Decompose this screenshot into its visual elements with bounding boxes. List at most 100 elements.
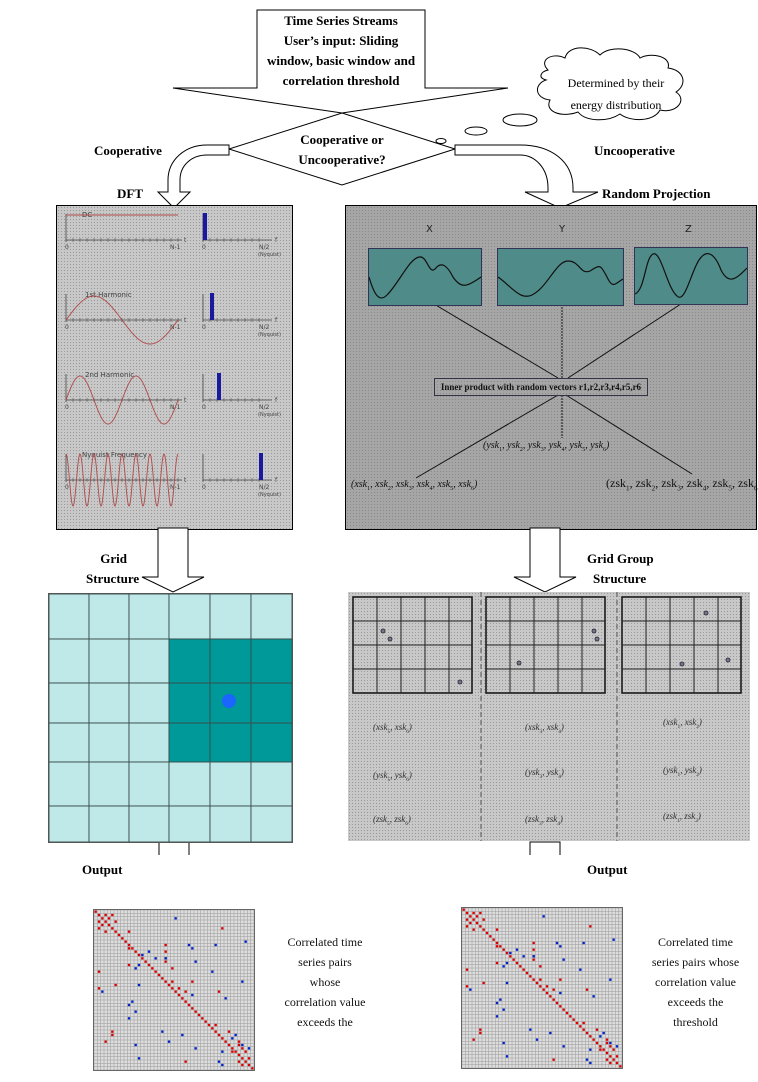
correlated-cell-negative: [101, 990, 104, 993]
f-axis-label: f: [275, 477, 278, 484]
correlated-cell-positive: [101, 923, 104, 927]
t-end-label: N-1: [170, 484, 181, 491]
grid-label-line-2: Structure: [86, 571, 140, 586]
diagonal-cell: [462, 908, 465, 911]
correlated-cell-positive: [237, 1060, 241, 1063]
diagonal-cell: [605, 1051, 609, 1055]
cooperative-label: Cooperative: [94, 143, 162, 158]
correlated-cell-positive: [475, 915, 479, 918]
grid-cell: [48, 761, 90, 807]
correlated-cell-negative: [247, 1047, 251, 1050]
diagonal-cell: [509, 955, 512, 958]
diagonal-cell: [475, 921, 479, 925]
projection-lines: [415, 297, 693, 479]
correlated-cell-negative: [217, 1060, 221, 1063]
diagonal-cell: [589, 1035, 592, 1038]
correlated-cell-negative: [191, 993, 194, 997]
correlated-cell-positive: [127, 930, 131, 933]
diagonal-cell: [217, 1033, 221, 1037]
diagonal-cell: [127, 943, 131, 947]
output-left-line-3: whose: [309, 975, 341, 989]
sketch-component: zsk4: [686, 476, 707, 493]
grid-cell-neighborhood: [250, 638, 293, 684]
diagonal-cell: [495, 941, 499, 945]
z-sketch-vector: (zsk1, zsk2, zsk3, zsk4, zsk5, zsk6): [606, 476, 758, 493]
grid-cell: [48, 722, 90, 763]
diagonal-cell: [97, 913, 101, 917]
correlated-cell-negative: [559, 945, 562, 948]
grid-cell: [88, 761, 130, 807]
t-origin-label: 0: [65, 484, 69, 491]
correlated-cell-negative: [499, 998, 502, 1001]
correlated-cell-positive: [244, 1050, 247, 1053]
correlated-cell-negative: [599, 1035, 602, 1038]
correlated-cell-positive: [221, 927, 224, 930]
correlated-cell-positive: [231, 1050, 234, 1053]
dft-label: DFT: [117, 186, 143, 201]
correlated-cell-positive: [114, 983, 117, 987]
correlated-cell-positive: [609, 1045, 612, 1048]
diagonal-cell: [121, 937, 124, 940]
correlated-cell-positive: [609, 1061, 612, 1065]
grid-point: [516, 660, 522, 666]
input-line-3: window, basic window and: [266, 53, 416, 68]
correlated-cell-negative: [502, 1041, 505, 1045]
correlated-cell-positive: [479, 1031, 482, 1035]
correlated-cell-negative: [161, 1030, 164, 1033]
correlated-cell-positive: [214, 1023, 217, 1027]
dft-row-title: 1st Harmonic: [85, 291, 132, 299]
grid-cell: [88, 805, 130, 843]
correlated-cell-positive: [164, 943, 167, 947]
diagonal-cell: [599, 1045, 602, 1048]
correlated-cell-positive: [164, 960, 167, 963]
diagonal-cell: [184, 1000, 187, 1003]
grid-cell: [128, 722, 170, 763]
sketch-component: zsk5: [712, 476, 732, 493]
correlated-cell-positive: [97, 927, 101, 930]
correlated-cell-positive: [472, 1038, 475, 1041]
grid-arrow-right: [513, 527, 577, 593]
diagonal-cell: [167, 983, 171, 987]
grid-point: [725, 657, 731, 663]
diagonal-cell: [171, 987, 174, 990]
correlated-cell-positive: [114, 920, 117, 923]
correlated-cell-positive: [495, 945, 499, 948]
diagonal-cell: [251, 1067, 254, 1070]
correlated-cell-positive: [465, 985, 469, 988]
correlated-cell-negative: [231, 1037, 234, 1040]
sketch-pair: (xsk3, xsk4): [525, 722, 564, 735]
cloud-text: Determined by their energy distribution: [566, 72, 666, 116]
diagonal-cell: [525, 971, 529, 975]
dft-row-title: Nyquist Frequency: [82, 451, 147, 459]
signal-wave: [65, 375, 179, 425]
correlation-matrix-right: [461, 907, 623, 1069]
query-point: [222, 694, 236, 708]
diagonal-cell: [231, 1047, 234, 1050]
diagonal-cell: [512, 958, 515, 961]
sketch-component: xsk6: [458, 479, 475, 492]
diagonal-cell: [549, 995, 552, 998]
sketch-pair: (zsk3, zsk4): [525, 814, 563, 827]
diagonal-cell: [569, 1015, 572, 1018]
matrix-grid: [93, 909, 255, 1071]
sketch-pair: (zsk1, zsk2): [663, 811, 701, 824]
nyquist-note: (Nyquist): [258, 332, 281, 338]
correlation-matrix-left: [93, 909, 255, 1071]
nyquist-note: (Nyquist): [258, 492, 281, 498]
correlated-cell-negative: [502, 965, 505, 968]
grid-arrow-left: [141, 527, 205, 593]
diagonal-cell: [602, 1048, 605, 1051]
grid-label-line-1: Grid: [100, 551, 127, 566]
grid-cell: [250, 805, 293, 843]
sketch-component: zsk2: [635, 476, 656, 493]
correlated-cell-negative: [127, 1003, 131, 1007]
correlated-cell-positive: [552, 988, 555, 991]
grid-cell: [128, 638, 170, 684]
diagonal-cell: [234, 1050, 237, 1053]
correlated-cell-negative: [181, 1033, 184, 1037]
diagonal-cell: [582, 1028, 585, 1031]
diagonal-cell: [575, 1021, 579, 1025]
output-arrow-left: [158, 841, 190, 855]
correlated-cell-negative: [505, 1055, 509, 1058]
diagonal-cell: [592, 1038, 595, 1041]
